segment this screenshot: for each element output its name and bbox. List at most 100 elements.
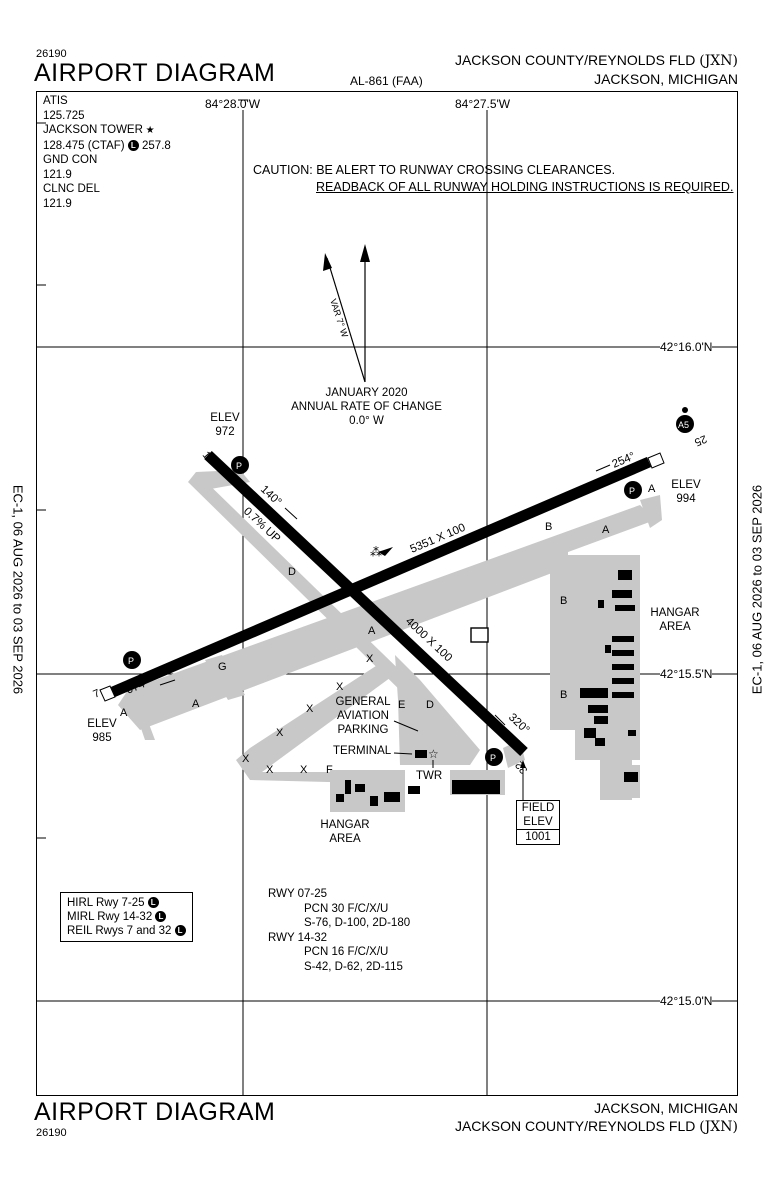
p-marker-text: P (236, 461, 242, 471)
terminal-label: TERMINAL (333, 745, 392, 757)
lighting-l-icon: L (147, 897, 159, 909)
star-icon: ★ (142, 125, 155, 136)
hangar-building (615, 605, 635, 611)
frequency-list: ATIS 125.725 JACKSON TOWER ★ 128.475 (CT… (43, 94, 171, 211)
taxiway-d-label-2: D (426, 699, 434, 711)
hangar-line: HANGAR (320, 819, 370, 831)
elev-value: 985 (92, 732, 112, 744)
taxiway-labels: D D E G A A A A A B B B F X X X X X X X (120, 483, 656, 776)
lighting-line1: HIRL Rwy 7-25 (67, 897, 145, 909)
taxiway-a-label-2: A (120, 707, 128, 719)
arrow-074 (159, 679, 176, 686)
lat-mid-label: 42°15.5'N (660, 667, 713, 681)
tower-label-row: JACKSON TOWER ★ (43, 123, 171, 139)
taxiway-g-pavement (205, 655, 245, 700)
pcn-rwy2-wt: S-42, D-62, 2D-115 (304, 960, 403, 973)
east-hangar-link (565, 590, 605, 600)
a5-label: A5 (678, 420, 689, 430)
p-marker-14 (231, 456, 249, 474)
lighting-l-icon: L (155, 911, 167, 923)
arrow-140 (284, 507, 298, 520)
hangar-building (370, 796, 378, 806)
lighting-line3: REIL Rwys 7 and 32 (67, 925, 172, 937)
a5-hotspot-dot (682, 407, 688, 413)
elev-25: ELEV 994 (666, 478, 706, 506)
p-marker-text: P (629, 486, 635, 496)
south-hangar-label: HANGAR AREA (312, 818, 378, 846)
tower-freq2: 257.8 (142, 139, 171, 152)
ga-line: GENERAL (335, 696, 391, 708)
elev-value: 972 (215, 426, 235, 438)
taxiway-g-label: G (218, 661, 227, 673)
hangar-building (588, 705, 608, 713)
p-marker-text: P (128, 656, 134, 666)
taxiway-a-label: A (192, 698, 200, 710)
east-hangar-link (565, 640, 605, 650)
elev-label: ELEV (87, 718, 117, 730)
pcn-info: RWY 07-25 PCN 30 F/C/X/U S-76, D-100, 2D… (268, 887, 410, 974)
pcn-rwy2-pcn: PCN 16 F/C/X/U (304, 946, 389, 958)
true-north-arrow (360, 244, 370, 262)
p-marker-7 (123, 651, 141, 669)
gnd-label: GND CON (43, 154, 98, 166)
diagram-frame (36, 91, 738, 1096)
lighting-l-icon: L (127, 139, 139, 151)
lighting-line3-row: REIL Rwys 7 and 32 L (67, 924, 186, 938)
rwy-7-displaced-threshold (99, 685, 116, 702)
tower-freq-row: 128.475 (CTAF) L 257.8 (43, 139, 171, 154)
a5-hotspot-icon (676, 415, 694, 433)
magnetic-info: JANUARY 2020 ANNUAL RATE OF CHANGE 0.0° … (289, 386, 444, 428)
pcn-rwy1-pcn: PCN 30 F/C/X/U (304, 902, 389, 915)
field-elev-line: FIELD (521, 802, 555, 814)
lon-west-label: 84°28.0'W (205, 97, 261, 111)
hangar-building (624, 772, 638, 782)
airport-name-top: JACKSON COUNTY/REYNOLDS FLD (JXN) (455, 52, 738, 69)
taxiway-x-label: X (300, 764, 308, 776)
hangar-building (336, 794, 344, 802)
field-elev-box: FIELD ELEV 1001 (516, 800, 560, 845)
taxiway-a-label-4: A (602, 524, 610, 536)
clnc-freq: 121.9 (43, 197, 72, 210)
field-elev-arrow (520, 760, 526, 768)
chart-code-bottom: 26190 (36, 1127, 67, 1139)
p-marker-text: P (490, 753, 496, 763)
taxiway-x-label: X (242, 753, 250, 765)
caution-line2: READBACK OF ALL RUNWAY HOLDING INSTRUCTI… (316, 180, 734, 194)
airport-name-text: JACKSON COUNTY/REYNOLDS FLD (454, 52, 696, 68)
mag-north-arrow (323, 253, 332, 271)
airport-ident: (JXN) (699, 1119, 738, 1135)
side-text-right: EC-1, 06 AUG 2026 to 03 SEP 2026 (749, 484, 765, 695)
segmented-circle (470, 627, 489, 643)
p-marker-32 (485, 748, 503, 766)
pcn-rwy1-wt: S-76, D-100, 2D-180 (304, 917, 411, 929)
chart-code-top: 26190 (36, 48, 67, 60)
tower-label: JACKSON TOWER (43, 124, 143, 136)
city-bottom: JACKSON, MICHIGAN (594, 1100, 738, 1116)
hangar-building (408, 786, 420, 794)
heading-arrows (159, 464, 611, 726)
elev-value: 994 (676, 493, 696, 505)
mag-date: JANUARY 2020 (325, 387, 408, 399)
hangar-building (612, 664, 634, 670)
var-label: VAR 7° W (328, 298, 350, 340)
hangar-line: AREA (329, 833, 361, 845)
beacon-arrow-icon (378, 547, 393, 556)
taxiway-x-pavement (236, 660, 404, 784)
taxiway-a-end-7 (128, 690, 155, 740)
mag-rate-label: ANNUAL RATE OF CHANGE (291, 401, 442, 413)
taxiway-x-label: X (276, 727, 284, 739)
taxiway-x-label: X (336, 681, 344, 693)
field-elev-line: 1001 (517, 829, 559, 844)
hangar-building (595, 738, 605, 746)
hangar-building (612, 692, 634, 698)
airport-ident: (JXN) (699, 53, 738, 69)
arrow-320 (494, 714, 506, 726)
hangar-building (584, 728, 596, 738)
ga-line: AVIATION (337, 710, 389, 722)
lat-bottom-label: 42°15.0'N (660, 994, 713, 1008)
tower-star-icon: ☆ (428, 747, 439, 761)
al-number: AL-861 (FAA) (350, 74, 423, 88)
elev-label: ELEV (671, 479, 701, 491)
lighting-l-icon: L (174, 925, 186, 937)
hangar-building (612, 636, 634, 642)
